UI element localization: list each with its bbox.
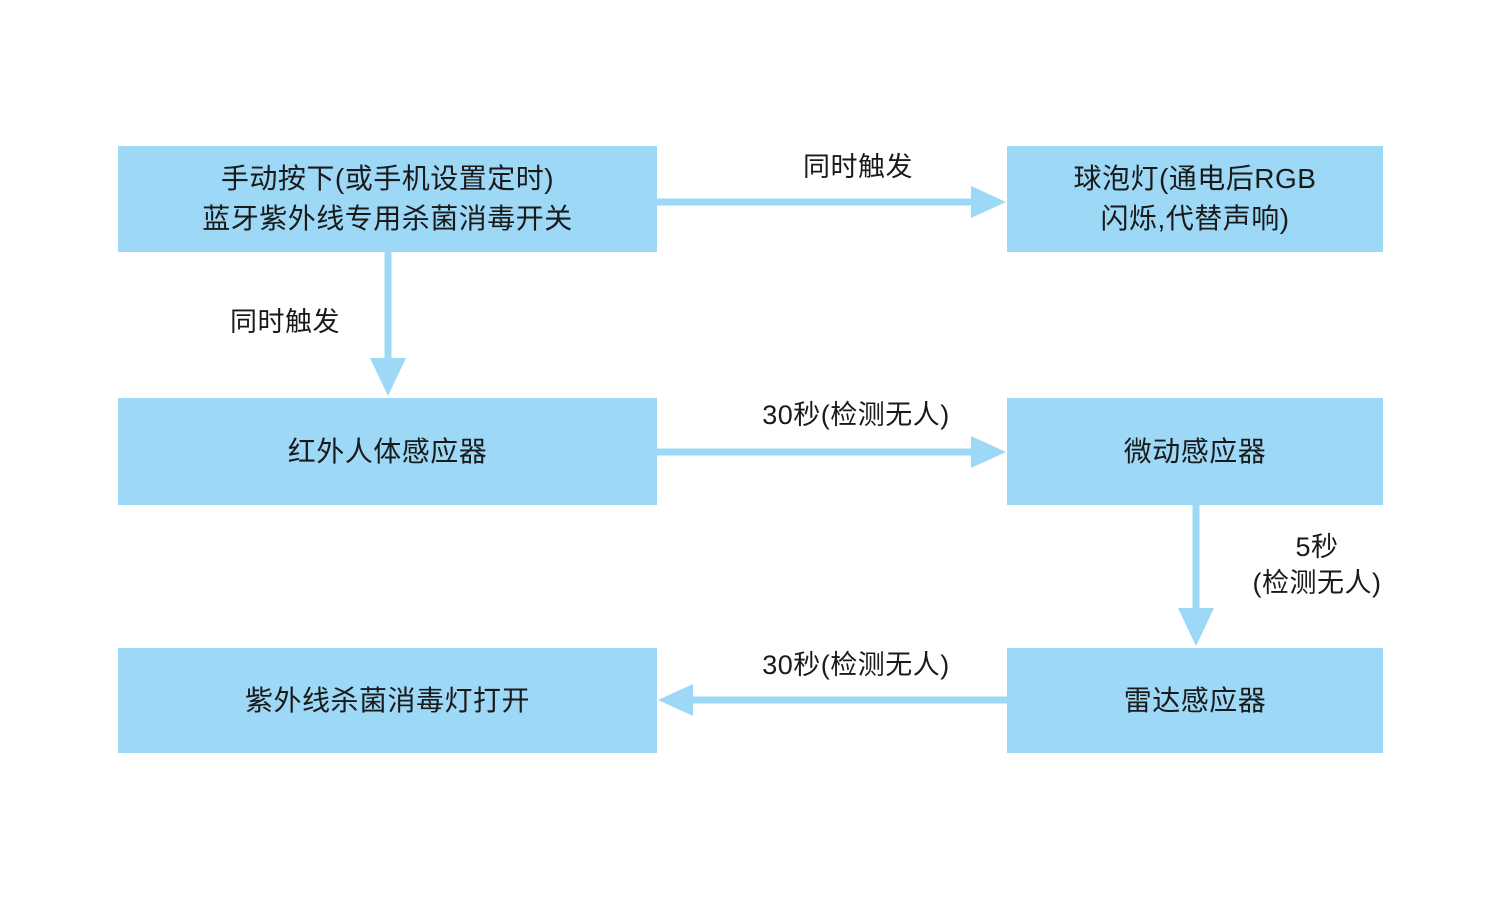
edge-label-micro-to-radar: 5秒 (检测无人) <box>1252 532 1382 598</box>
node-radar-sensor[interactable]: 雷达感应器 <box>1007 648 1383 753</box>
edge-switch-to-infrared <box>370 252 406 396</box>
edge-label-switch-to-infrared: 同时触发 <box>230 307 340 337</box>
edge-label-infrared-to-micro: 30秒(检测无人) <box>762 400 950 430</box>
edge-label-switch-to-bulb: 同时触发 <box>803 152 913 182</box>
edge-infrared-to-micro <box>657 436 1006 468</box>
edge-radar-to-uv-lamp <box>658 684 1007 716</box>
node-switch[interactable]: 手动按下(或手机设置定时) 蓝牙紫外线专用杀菌消毒开关 <box>118 146 657 252</box>
node-infrared-sensor[interactable]: 红外人体感应器 <box>118 398 657 505</box>
node-micro-motion-sensor[interactable]: 微动感应器 <box>1007 398 1383 505</box>
edge-micro-to-radar <box>1178 505 1214 646</box>
node-bulb[interactable]: 球泡灯(通电后RGB 闪烁,代替声响) <box>1007 146 1383 252</box>
edge-label-radar-to-uv-lamp: 30秒(检测无人) <box>762 650 950 680</box>
node-uv-lamp-on[interactable]: 紫外线杀菌消毒灯打开 <box>118 648 657 753</box>
